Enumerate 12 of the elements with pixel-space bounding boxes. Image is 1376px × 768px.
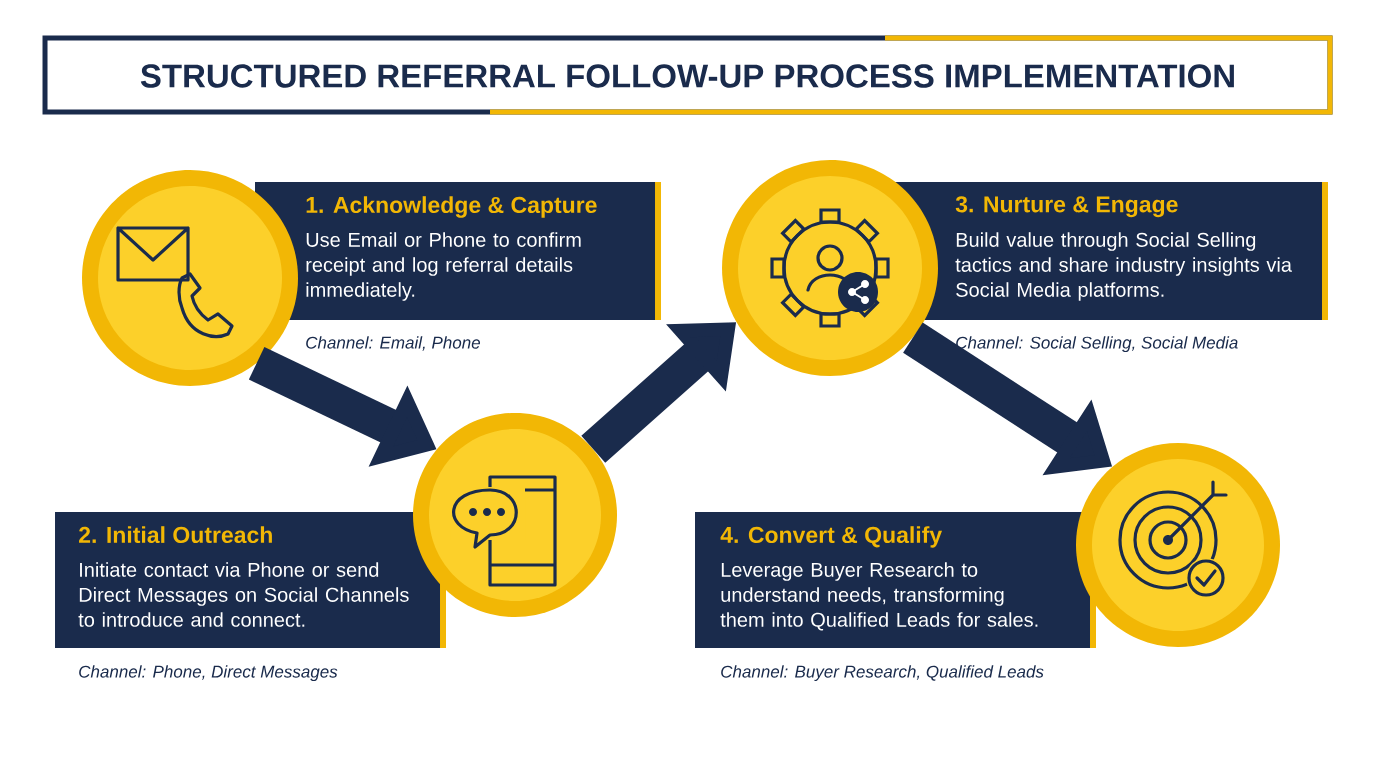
channel-note: Channel: Phone, Direct Messages <box>79 665 338 682</box>
step-circle <box>82 170 298 386</box>
step-circle <box>1076 443 1280 647</box>
step-panel: 1. Acknowledge & Capture Use Email or Phone to confirm receipt and log referral details immediately. <box>255 182 661 320</box>
step-panel: 2. Initial Outreach Initiate contact via Phone or send Direct Messages on Social Channels to introduce and connect. <box>55 512 446 648</box>
channel-note: Channel: Buyer Research, Qualified Leads <box>721 665 1044 682</box>
title-box: STRUCTURED REFERRAL FOLLOW-UP PROCESS IMPLEMENTATION <box>42 35 1333 115</box>
step-circle <box>722 160 938 376</box>
channel-note: Channel: Email, Phone <box>306 336 480 351</box>
step-panel: 3. Nurture & Engage Build value through Social Selling tactics and share industry insights via Social Media platforms. <box>880 182 1328 320</box>
step-panel: 4. Convert & Qualify Leverage Buyer Research to understand needs, transforming them into Qualified Leads for sales. <box>695 512 1096 648</box>
channel-note: Channel: Social Selling, Social Media <box>956 336 1238 353</box>
